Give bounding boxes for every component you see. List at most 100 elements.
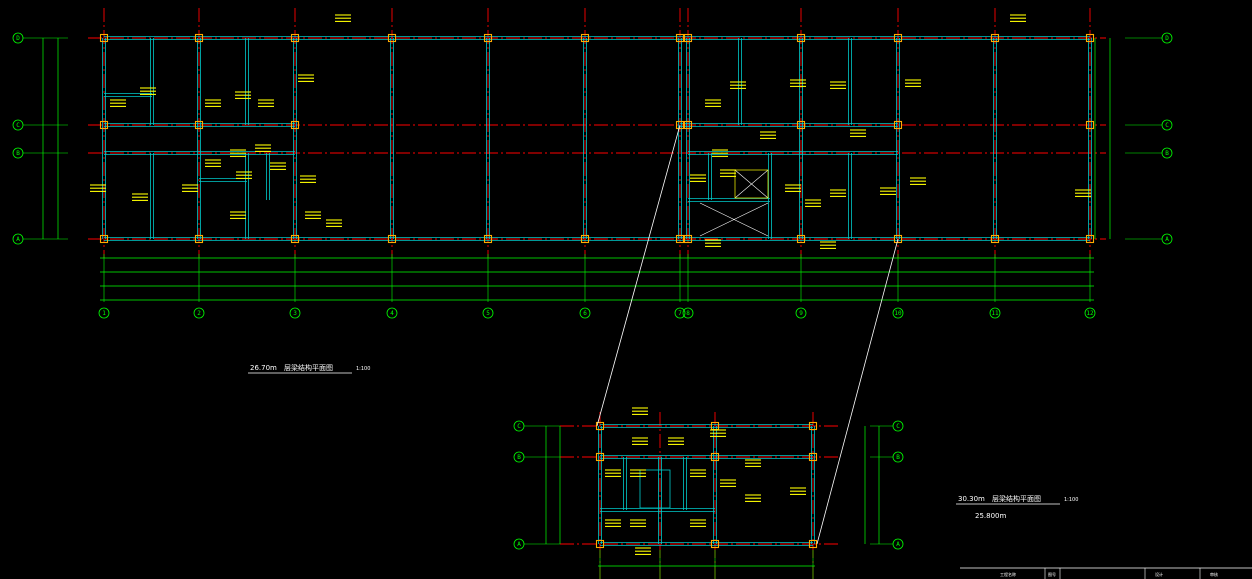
column <box>99 120 109 130</box>
roof-axis-bubble-label-B: B <box>896 454 900 461</box>
axis-bubble-label-7: 7 <box>678 310 682 317</box>
column <box>194 234 204 244</box>
axis-bubble-label-6: 6 <box>583 310 587 317</box>
axis-bubble-label-C: C <box>16 122 20 129</box>
titleblock-cell-2: 图号 <box>1048 571 1056 577</box>
axis-bubble-label-8: 8 <box>686 310 690 317</box>
column-markers <box>99 33 1095 549</box>
column <box>387 33 397 43</box>
axis-bubble-label-C: C <box>1165 122 1169 129</box>
axis-bubble-label-1: 1 <box>102 310 106 317</box>
beam-lines <box>102 36 1092 546</box>
beam-annotations <box>90 14 1091 555</box>
axis-bubble-label-11: 11 <box>991 310 999 317</box>
detail-leader-left <box>596 124 681 427</box>
axis-bubble-3 <box>289 307 301 319</box>
axis-bubble-label-9: 9 <box>799 310 803 317</box>
stair-box <box>734 169 769 199</box>
axis-bubble-C <box>12 119 24 131</box>
axis-bubble-B <box>12 147 24 159</box>
axis-bubble-label-A: A <box>1165 236 1169 243</box>
axis-bubble-B <box>1161 147 1173 159</box>
roof-axis-bubble-label-C: C <box>896 423 900 430</box>
axis-bubble-A <box>12 233 24 245</box>
column <box>99 234 109 244</box>
column <box>893 120 903 130</box>
axis-bubble-D <box>1161 32 1173 44</box>
roof-axis-bubble-C <box>892 420 904 432</box>
main-plan-scale: 1:100 <box>356 366 370 372</box>
roof-plan-scale: 1:100 <box>1064 497 1078 503</box>
roof-column <box>710 452 720 462</box>
axis-lines <box>88 8 1106 579</box>
column <box>796 234 806 244</box>
axis-bubble-1 <box>98 307 110 319</box>
column <box>796 33 806 43</box>
column <box>483 33 493 43</box>
column <box>580 33 590 43</box>
axis-bubble-9 <box>795 307 807 319</box>
axis-bubble-11 <box>989 307 1001 319</box>
axis-bubble-label-B: B <box>16 150 20 157</box>
roof-column <box>808 539 818 549</box>
axis-bubble-label-D: D <box>16 35 20 42</box>
column <box>99 33 109 43</box>
axis-bubble-12 <box>1084 307 1096 319</box>
column <box>990 234 1000 244</box>
column <box>194 33 204 43</box>
detail-leader-lines <box>596 124 899 545</box>
axis-bubble-label-3: 3 <box>293 310 297 317</box>
roof-plan-sub-elevation: 25.800m <box>975 512 1006 520</box>
stair-opening-cross <box>734 169 769 199</box>
roof-stair-box <box>639 469 671 509</box>
roof-axis-bubble-C <box>513 420 525 432</box>
stair-opening-cross <box>699 202 769 237</box>
column <box>290 120 300 130</box>
roof-axis-bubble-B <box>513 451 525 463</box>
roof-axis-bubble-label-A: A <box>896 541 900 548</box>
column <box>194 120 204 130</box>
column <box>1085 234 1095 244</box>
axis-bubble-8 <box>682 307 694 319</box>
column <box>893 33 903 43</box>
roof-column <box>808 452 818 462</box>
roof-axis-bubble-label-C: C <box>517 423 521 430</box>
axis-bubble-label-5: 5 <box>486 310 490 317</box>
axis-bubble-label-D: D <box>1165 35 1169 42</box>
roof-axis-bubble-A <box>513 538 525 550</box>
axis-bubble-label-4: 4 <box>390 310 394 317</box>
axis-bubble-7 <box>674 307 686 319</box>
roof-column <box>710 539 720 549</box>
column <box>290 33 300 43</box>
axis-bubble-A <box>1161 233 1173 245</box>
axis-bubble-label-A: A <box>16 236 20 243</box>
detail-leader-right <box>816 238 899 545</box>
titleblock-cell-4: 审核 <box>1210 571 1218 577</box>
main-plan-elevation: 26.70m <box>250 364 277 372</box>
column <box>683 120 693 130</box>
title-block: 工程名称 图号 设计 审核 <box>960 567 1252 579</box>
titleblock-cell-3: 设计 <box>1155 571 1163 577</box>
column <box>893 234 903 244</box>
axis-bubble-label-2: 2 <box>197 310 201 317</box>
axis-bubble-10 <box>892 307 904 319</box>
roof-axis-bubble-label-A: A <box>517 541 521 548</box>
column <box>990 33 1000 43</box>
titleblock-cell-1: 工程名称 <box>1000 571 1016 577</box>
axis-bubble-label-B: B <box>1165 150 1169 157</box>
roof-column <box>595 452 605 462</box>
axis-bubble-6 <box>579 307 591 319</box>
column <box>675 120 685 130</box>
roof-column <box>595 539 605 549</box>
dimension-lines <box>23 37 1167 579</box>
column <box>683 33 693 43</box>
column <box>580 234 590 244</box>
main-plan-title: 层梁结构平面图 <box>284 363 333 372</box>
axis-bubble-5 <box>482 307 494 319</box>
roof-plan-elevation: 30.30m <box>958 495 985 503</box>
roof-axis-bubble-A <box>892 538 904 550</box>
column <box>675 234 685 244</box>
axis-bubble-4 <box>386 307 398 319</box>
